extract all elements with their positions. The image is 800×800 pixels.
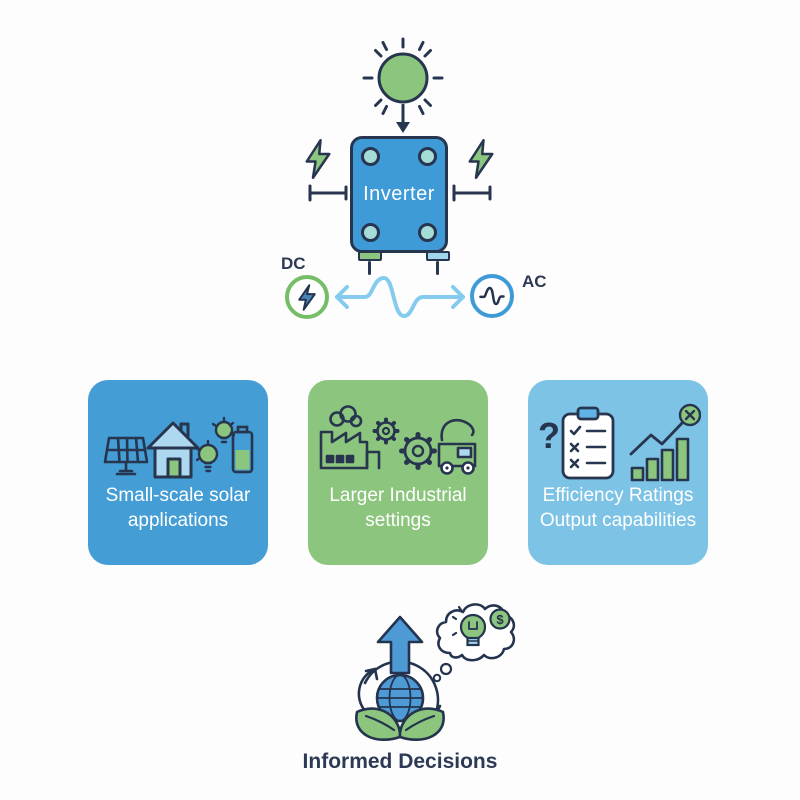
footer-label: Informed Decisions xyxy=(302,750,498,773)
inverter-label: Inverter xyxy=(363,183,435,205)
informed-decisions-graphic: $ xyxy=(355,603,516,742)
card3-caption-line2: Output capabilities xyxy=(539,509,697,531)
card2-caption-line2: settings xyxy=(365,509,431,531)
up-arrow-icon xyxy=(376,615,424,675)
ac-sine-icon xyxy=(479,286,505,306)
globe-icon xyxy=(375,673,425,723)
dc-circle xyxy=(285,275,329,319)
screw-dot-icon xyxy=(361,147,380,166)
bar-chart-icon xyxy=(629,403,701,482)
ac-label: AC xyxy=(522,272,547,291)
card1-caption-line1: Small-scale solar xyxy=(105,485,251,506)
factory-icon xyxy=(319,405,381,470)
card-small-scale-solar: Small-scale solar applications xyxy=(88,380,268,565)
card-larger-industrial: Larger Industrial settings xyxy=(308,380,488,565)
ac-circle xyxy=(470,274,514,318)
screw-dot-icon xyxy=(418,147,437,166)
screw-dot-icon xyxy=(361,223,380,242)
inverter-box: Inverter xyxy=(350,136,448,253)
lightbulb-icon xyxy=(451,605,487,647)
question-mark-icon: ? xyxy=(538,415,560,456)
down-arrow-icon xyxy=(396,104,410,133)
terminal-bracket-right xyxy=(452,184,492,202)
thought-trail-bubble xyxy=(432,673,442,683)
lightning-bolt-icon-left xyxy=(305,139,331,179)
leaves-icon xyxy=(355,707,445,742)
terminal-bracket-left xyxy=(308,184,348,202)
gear-small-icon xyxy=(372,417,400,445)
card1-caption-line2: applications xyxy=(127,509,229,531)
checklist-clipboard-icon xyxy=(561,406,615,480)
solar-house-bulbs-battery-icons xyxy=(103,416,254,479)
sun-icon xyxy=(362,37,444,119)
lightning-bolt-icon-right xyxy=(468,139,494,179)
thought-trail-bubble xyxy=(439,662,453,676)
truck-icon xyxy=(437,418,477,475)
house-icon xyxy=(146,421,200,479)
card-caption: Small-scale solar applications xyxy=(96,484,260,533)
foot-pin xyxy=(368,261,371,275)
dollar-coin-icon: $ xyxy=(489,608,511,630)
factory-gear-truck-icons xyxy=(319,405,477,475)
screw-dot-icon xyxy=(418,223,437,242)
card2-caption-line1: Larger Industrial xyxy=(329,485,467,506)
question-clipboard-chart-icons: ? xyxy=(538,403,701,482)
solar-panel-icon xyxy=(103,436,149,476)
card3-caption-line1: Efficiency Ratings xyxy=(542,485,694,506)
foot-pin xyxy=(436,261,439,275)
dc-label: DC xyxy=(281,254,306,273)
wave-arrow-icon xyxy=(335,276,465,318)
card-caption: Larger Industrial settings xyxy=(316,484,480,533)
lightbulbs-icon xyxy=(194,416,236,473)
inverter-foot-dc xyxy=(358,251,382,261)
battery-icon xyxy=(231,425,254,474)
card1-icons xyxy=(88,402,268,486)
card3-icons: ? xyxy=(528,402,708,486)
gear-big-icon xyxy=(399,432,437,470)
card-efficiency-ratings: ? xyxy=(528,380,708,565)
svg-text:$: $ xyxy=(496,612,504,627)
card-caption: Efficiency Ratings Output capabilities xyxy=(536,484,700,533)
inverter-foot-ac xyxy=(426,251,450,261)
card2-icons xyxy=(308,402,488,486)
circled-x-icon xyxy=(678,403,701,427)
thought-bubble-icon: $ xyxy=(432,603,516,683)
dc-bolt-icon xyxy=(298,283,316,311)
